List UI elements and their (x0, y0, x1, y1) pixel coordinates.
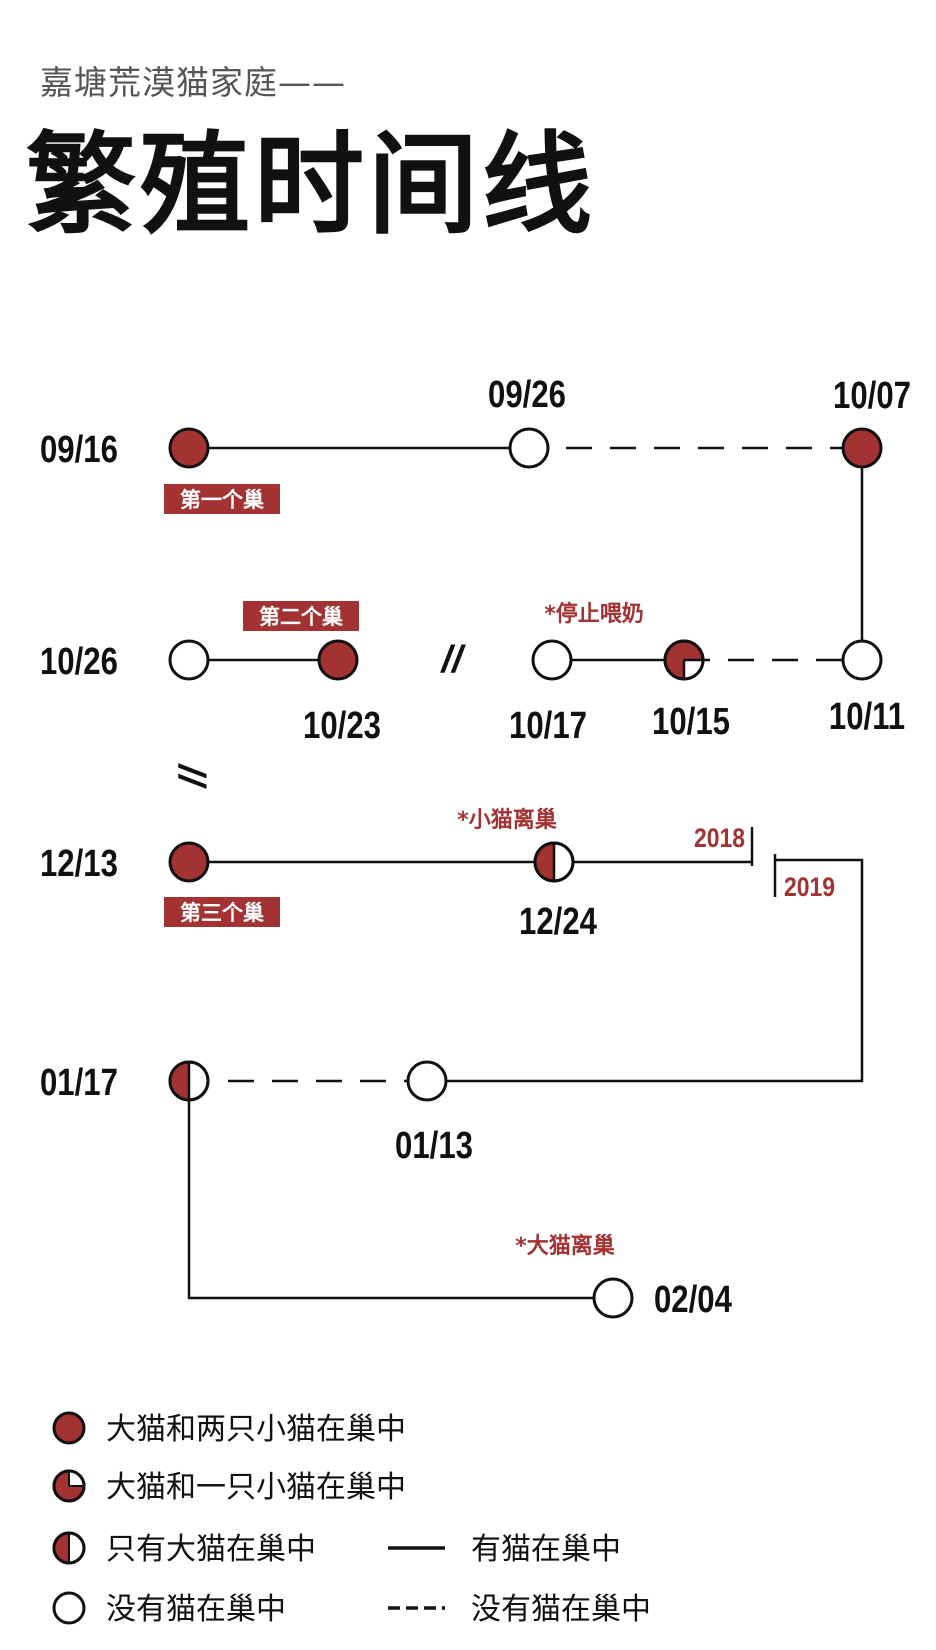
node-half-0117 (168, 1060, 210, 1102)
nest-tag: 第三个巢 (180, 901, 264, 925)
year-label: 2019 (784, 872, 835, 902)
legend-label: 没有猫在巢中 (471, 1592, 651, 1627)
node-full-1213 (168, 841, 210, 883)
nest-tag-bg (243, 601, 359, 631)
node-full-0916 (168, 427, 210, 469)
event-note: *停止喂奶 (544, 601, 644, 627)
node-empty-0926 (508, 427, 550, 469)
node-full-1007 (841, 427, 883, 469)
date-label: 10/23 (303, 705, 381, 747)
solid-line (427, 858, 864, 1083)
legend-full-icon (52, 1411, 86, 1445)
nest-tags: 第一个巢 第二个巢 第三个巢 (164, 484, 359, 927)
year-label: 2018 (694, 823, 745, 853)
date-label: 02/04 (654, 1279, 733, 1321)
legend-label: 大猫和一只小猫在巢中 (106, 1470, 406, 1505)
nest-tag-bg (164, 484, 280, 514)
node-empty-1026 (168, 639, 210, 681)
date-label: 12/24 (519, 901, 598, 943)
nest-tag: 第二个巢 (259, 605, 343, 629)
legend-label: 有猫在巢中 (471, 1532, 621, 1567)
date-label: 10/26 (40, 641, 118, 683)
node-empty-0113 (406, 1060, 448, 1102)
node-full-1023 (317, 639, 359, 681)
legend-label: 大猫和两只小猫在巢中 (106, 1412, 406, 1447)
date-label: 10/07 (833, 375, 911, 417)
event-notes: *停止喂奶 *小猫离巢 *大猫离巢 2018 2019 // // (170, 601, 835, 1259)
event-note: *小猫离巢 (457, 807, 557, 833)
legend-half-icon (52, 1531, 86, 1565)
solid-line (187, 1081, 613, 1300)
date-label: 01/17 (40, 1062, 118, 1104)
time-break-mark: // (439, 639, 466, 681)
node-half-1224 (533, 841, 575, 883)
date-label: 09/26 (488, 374, 566, 416)
date-labels: 09/16 09/26 10/07 10/26 10/23 10/17 10/1… (40, 374, 911, 1321)
date-label: 10/11 (829, 696, 905, 738)
time-break-mark: // (170, 762, 212, 789)
event-note: *大猫离巢 (515, 1233, 615, 1259)
date-label: 09/16 (40, 429, 118, 471)
date-label: 10/15 (652, 701, 730, 743)
date-label: 12/13 (40, 843, 118, 885)
node-empty-1011 (841, 639, 883, 681)
legend-label: 只有大猫在巢中 (106, 1532, 316, 1567)
nest-tag: 第一个巢 (180, 488, 264, 512)
page-title: 繁殖时间线 (26, 120, 596, 249)
legend-empty-icon (52, 1591, 86, 1625)
legend-label: 没有猫在巢中 (106, 1592, 286, 1627)
legend-three-quarter-icon (52, 1469, 86, 1503)
node-empty-1017 (531, 639, 573, 681)
legend: 大猫和两只小猫在巢中 大猫和一只小猫在巢中 只有大猫在巢中 没有猫在巢中 有猫在… (52, 1411, 651, 1627)
timeline-nodes (168, 427, 883, 1319)
node-empty-0204 (592, 1277, 634, 1319)
date-label: 01/13 (395, 1125, 473, 1167)
timeline-lines (187, 446, 864, 1300)
nest-tag-bg (164, 897, 280, 927)
node-three-quarter-1015 (663, 639, 705, 681)
page-subtitle: 嘉塘荒漠猫家庭—— (40, 63, 346, 102)
date-label: 10/17 (509, 705, 587, 747)
